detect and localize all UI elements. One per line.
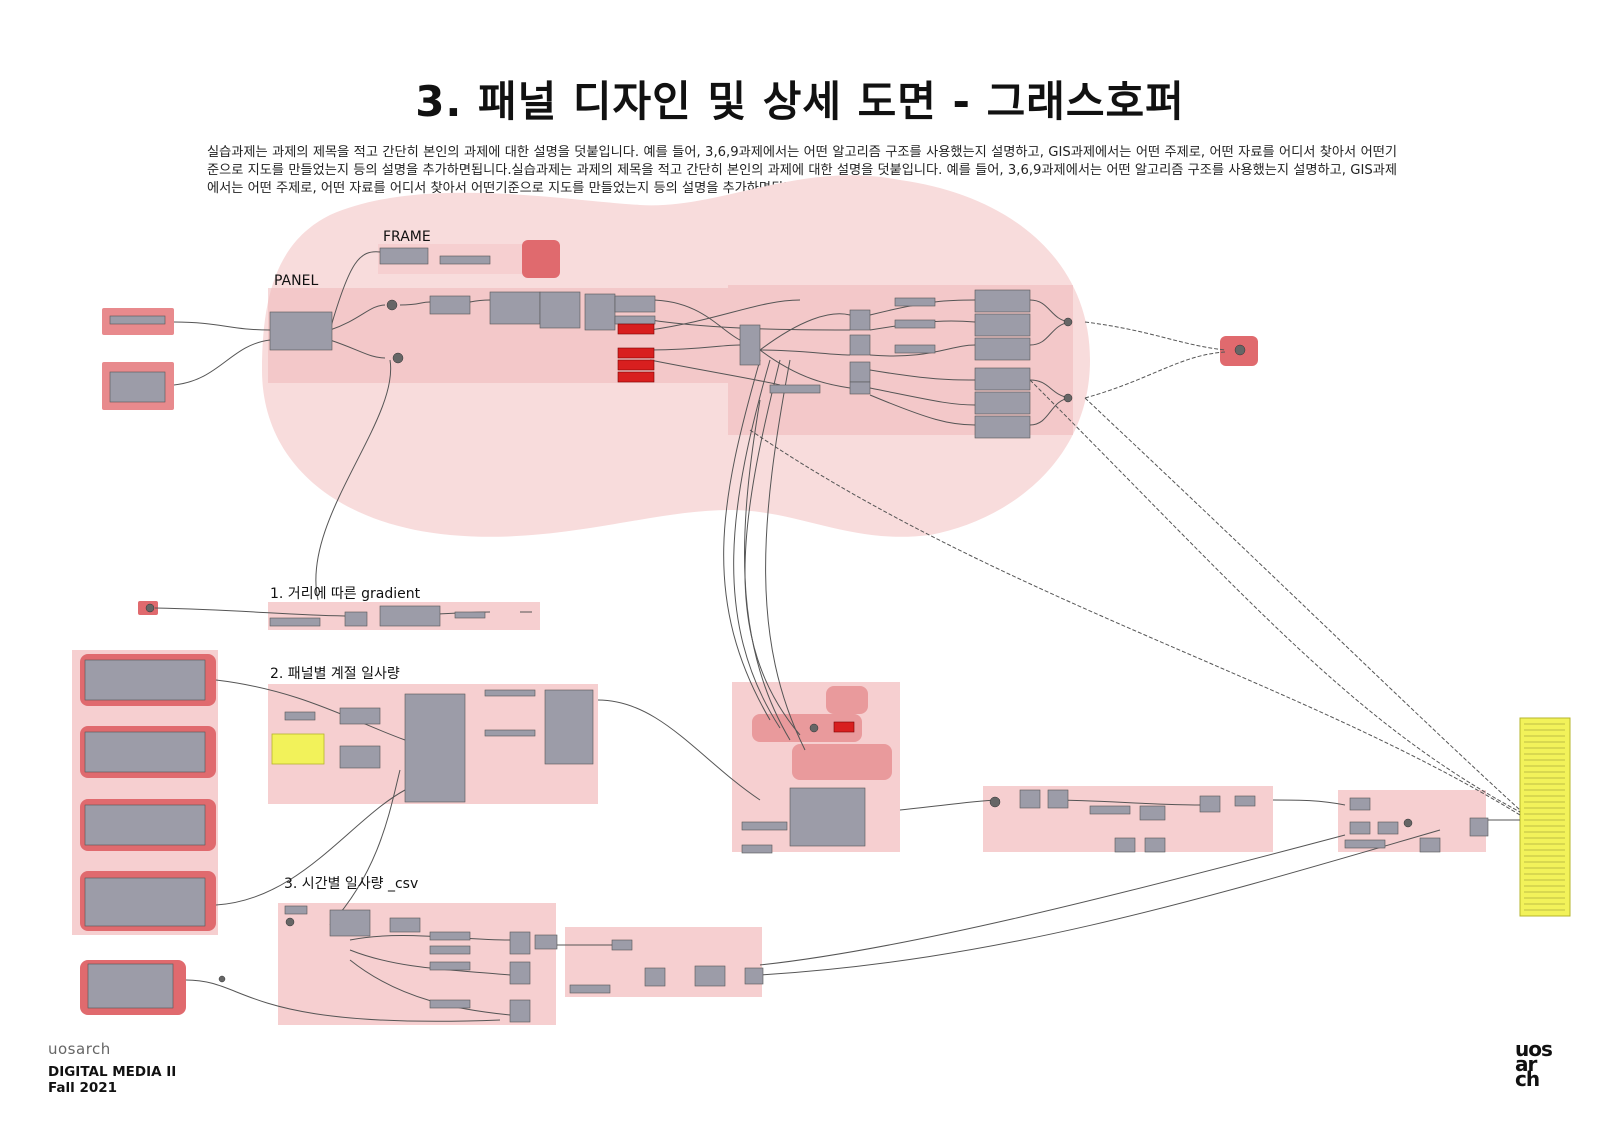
panel-label: PANEL bbox=[274, 273, 318, 289]
note-panel[interactable] bbox=[271, 733, 325, 765]
hourly-label: 3. 시간별 일사량 _csv bbox=[284, 876, 418, 892]
footer: uosarch DIGITAL MEDIA II Fall 2021 bbox=[48, 1040, 176, 1096]
gradient-label: 1. 거리에 따른 gradient bbox=[270, 586, 421, 602]
relay-nodes[interactable] bbox=[145, 299, 1413, 983]
frame-label: FRAME bbox=[383, 229, 431, 245]
seasonal-label: 2. 패널별 계절 일사량 bbox=[270, 666, 400, 682]
page-description: 실습과제는 과제의 제목을 적고 간단히 본인의 과제에 대한 설명을 덧붙입니… bbox=[207, 145, 1397, 196]
center-cluster-2[interactable] bbox=[826, 686, 868, 714]
components[interactable] bbox=[84, 247, 1489, 1023]
data-panel-lines bbox=[1524, 723, 1565, 911]
data-panel[interactable] bbox=[1519, 717, 1571, 917]
selected-components[interactable] bbox=[617, 323, 855, 733]
footer-course: DIGITAL MEDIA II bbox=[48, 1064, 177, 1080]
frame-output[interactable] bbox=[522, 240, 560, 278]
footer-term: Fall 2021 bbox=[48, 1080, 118, 1096]
footer-brand: uosarch bbox=[48, 1040, 111, 1058]
page-title: 3. 패널 디자인 및 상세 도면 - 그래스호퍼 bbox=[415, 77, 1185, 126]
center-cluster-3[interactable] bbox=[792, 744, 892, 780]
